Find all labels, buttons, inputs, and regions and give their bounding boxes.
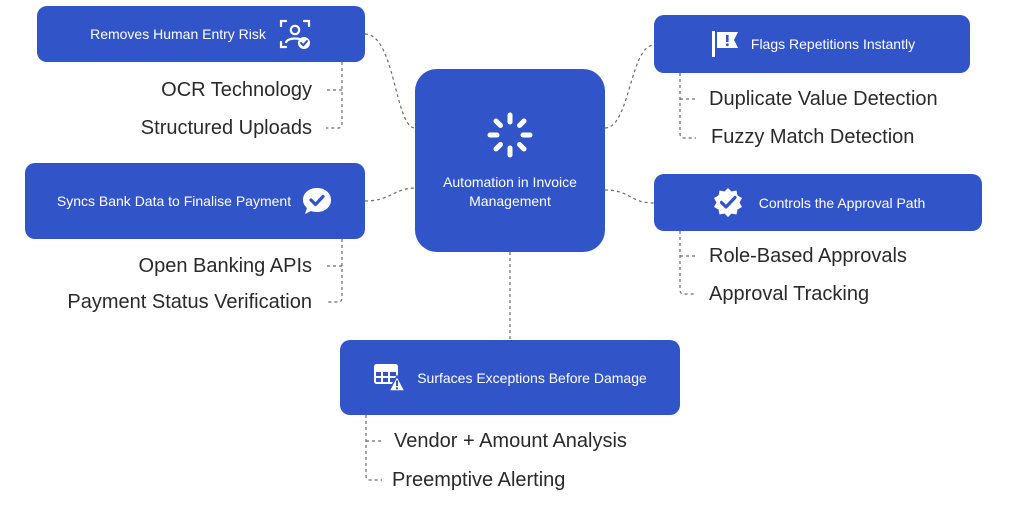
- node-bank-data: Syncs Bank Data to Finalise Payment: [25, 163, 365, 239]
- center-label: Automation in Invoice Management: [443, 173, 577, 209]
- exceptions-item-2: Preemptive Alerting: [392, 469, 566, 491]
- center-node: Automation in Invoice Management: [415, 69, 605, 252]
- approval-item-1: Role-Based Approvals: [709, 245, 907, 267]
- node-exceptions: Surfaces Exceptions Before Damage: [340, 340, 680, 415]
- connector-bank-data-items: [326, 239, 343, 303]
- bank-data-item-2: Payment Status Verification: [67, 291, 312, 313]
- node-entry-risk-label: Removes Human Entry Risk: [90, 26, 266, 42]
- node-repetitions: Flags Repetitions Instantly: [654, 15, 970, 73]
- entry-risk-item-2: Structured Uploads: [140, 117, 312, 139]
- node-entry-risk: Removes Human Entry Risk: [37, 6, 365, 62]
- table-warning-icon: [373, 362, 407, 394]
- entry-risk-item-1: OCR Technology: [161, 79, 312, 101]
- connector-repetitions-items: [679, 73, 696, 139]
- node-repetitions-label: Flags Repetitions Instantly: [750, 36, 916, 52]
- connector-entry-risk: [364, 33, 416, 129]
- connector-approval: [604, 189, 655, 204]
- connector-entry-risk-items: [326, 62, 343, 129]
- connector-repetitions: [604, 44, 655, 129]
- flag-alert-icon: [709, 28, 741, 60]
- connector-bank-data: [364, 187, 416, 202]
- connector-approval-items: [679, 231, 696, 295]
- node-bank-data-label: Syncs Bank Data to Finalise Payment: [56, 193, 292, 209]
- check-badge-icon: [301, 186, 333, 216]
- repetitions-item-2: Fuzzy Match Detection: [711, 126, 915, 148]
- connector-exceptions-items: [365, 415, 382, 481]
- repetitions-item-1: Duplicate Value Detection: [709, 88, 938, 110]
- approval-badge-icon: [711, 186, 745, 220]
- node-approval: Controls the Approval Path: [654, 174, 982, 231]
- node-exceptions-label: Surfaces Exceptions Before Damage: [417, 369, 647, 386]
- exceptions-item-1: Vendor + Amount Analysis: [394, 430, 627, 452]
- bank-data-item-1: Open Banking APIs: [138, 255, 312, 277]
- user-verified-icon: [278, 17, 312, 51]
- node-approval-label: Controls the Approval Path: [758, 194, 926, 211]
- loader-icon: [486, 111, 534, 159]
- approval-item-2: Approval Tracking: [709, 283, 870, 305]
